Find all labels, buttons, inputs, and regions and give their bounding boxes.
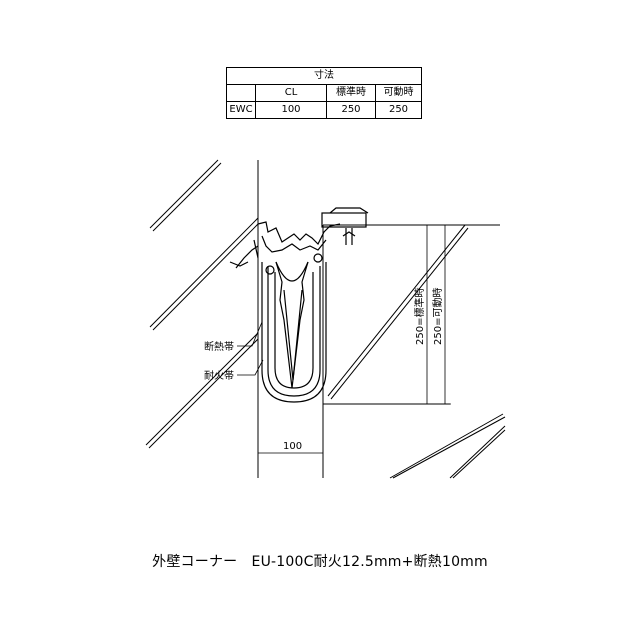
dimension-table: 寸法 CL 標準時 可動時 EWC 100 250 250 [226,67,422,119]
fire-band-label: 耐火帯 [204,369,234,382]
right-wall [322,224,506,479]
value-standard: 250 [326,101,376,119]
movable-dimension-label: 250=可動時 [431,288,444,345]
fire-band-u [261,262,327,403]
standard-dimension-label: 250=標準時 [413,288,426,345]
height-dimensions [421,224,451,405]
label-leaders [237,321,264,376]
joint-cover-frame [229,207,369,269]
width-dimension [257,447,324,459]
heat-band-label: 断熱帯 [204,340,234,353]
value-movable: 250 [375,101,422,119]
left-wall-hatch [145,159,259,449]
heat-band-v [265,253,323,389]
drawing-caption: 外壁コーナー EU-100C耐火12.5mm+断熱10mm [152,554,488,570]
width-dimension-label: 100 [283,441,302,452]
